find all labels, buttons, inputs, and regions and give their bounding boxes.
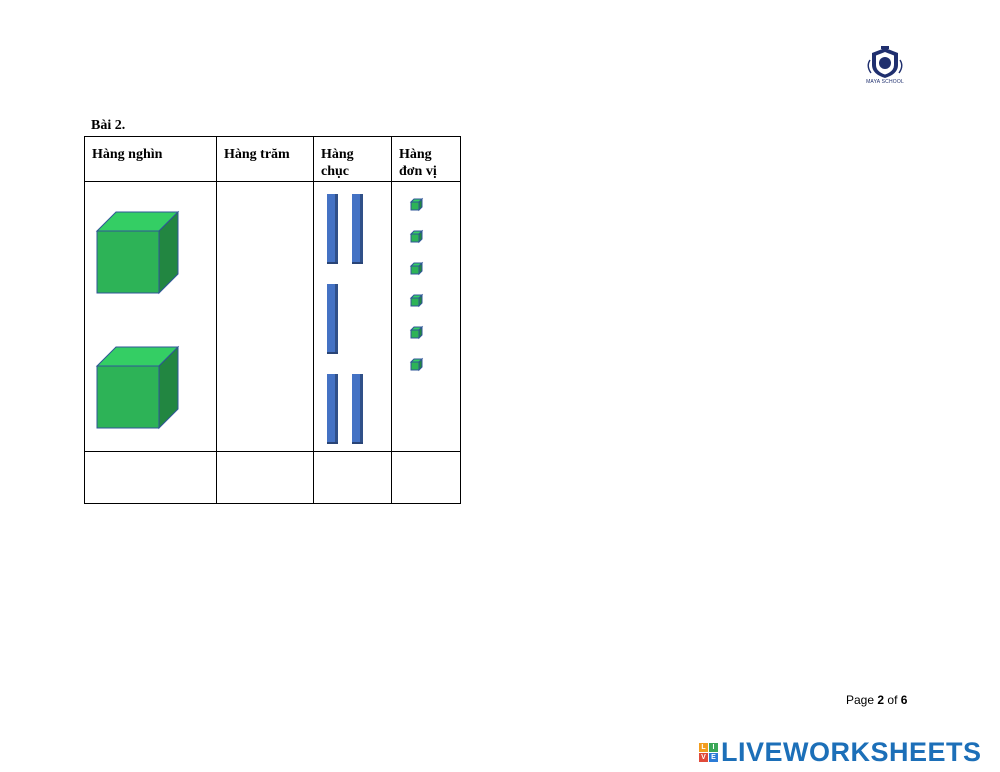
thousand-cube <box>95 345 180 430</box>
brand-letter: E <box>709 752 718 762</box>
table-blocks-row <box>84 181 461 452</box>
thousands-cell <box>84 181 217 452</box>
answer-thousands[interactable] <box>84 451 217 504</box>
hundreds-blocks <box>217 182 314 451</box>
table-header-row: Hàng nghìn Hàng trăm Hàng chục Hàng đơn … <box>84 136 461 182</box>
tens-blocks <box>327 194 363 444</box>
one-cube <box>409 325 424 340</box>
school-logo <box>862 46 908 88</box>
thousand-cube <box>95 210 180 295</box>
header-thousands: Hàng nghìn <box>84 136 217 182</box>
ten-rod <box>352 194 363 264</box>
tens-cell <box>313 181 392 452</box>
place-value-table: Hàng nghìn Hàng trăm Hàng chục Hàng đơn … <box>84 136 461 504</box>
brand-letter: L <box>699 742 708 752</box>
brand-letter: V <box>699 752 708 762</box>
school-name: MAYA SCHOOL <box>866 79 904 85</box>
ten-rod <box>352 374 363 444</box>
one-cube <box>409 293 424 308</box>
one-cube <box>409 357 424 372</box>
page-number: Page 2 of 6 <box>846 693 908 707</box>
ones-cell <box>391 181 461 452</box>
answer-hundreds[interactable] <box>216 451 314 504</box>
brand-text: LIVEWORKSHEETS <box>721 736 982 767</box>
answer-tens[interactable] <box>313 451 392 504</box>
header-ones: Hàng đơn vị <box>391 136 461 182</box>
ones-blocks <box>409 197 424 372</box>
header-hundreds: Hàng trăm <box>216 136 314 182</box>
school-crest-icon <box>867 46 903 78</box>
ten-rod <box>327 194 338 264</box>
one-cube <box>409 229 424 244</box>
table-answer-row[interactable] <box>84 451 461 504</box>
one-cube <box>409 197 424 212</box>
ten-rod <box>327 284 338 354</box>
thousands-blocks <box>95 210 180 430</box>
ten-rod <box>327 374 338 444</box>
exercise-title: Bài 2. <box>91 118 126 133</box>
header-tens: Hàng chục <box>313 136 392 182</box>
answer-ones[interactable] <box>391 451 461 504</box>
one-cube <box>409 261 424 276</box>
hundreds-cell <box>216 181 314 452</box>
brand-letter: I <box>709 742 718 752</box>
